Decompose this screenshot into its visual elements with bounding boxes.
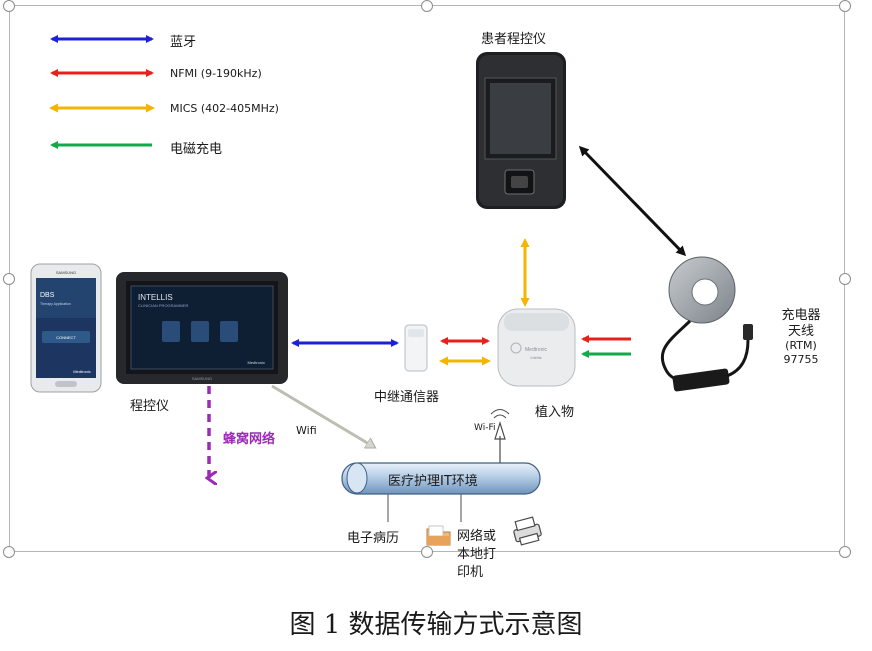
wifi-arrow	[271, 384, 374, 447]
folder-icon	[426, 525, 451, 546]
patient-programmer-label: 患者程控仪	[481, 32, 547, 47]
programmer-label: 程控仪	[130, 399, 170, 414]
implant-label: 植入物	[535, 405, 575, 420]
phone-title-text: DBS	[40, 292, 55, 299]
it-environment-label: 医疗护理IT环境	[388, 474, 478, 489]
phone-maker-text: SAMSUNG	[56, 270, 76, 275]
relay-label: 中继通信器	[374, 390, 440, 405]
tablet-brand-text: Medtronic	[247, 360, 265, 365]
charger-antenna-device	[660, 256, 753, 392]
cellular-network-label: 蜂窝网络	[223, 432, 276, 447]
phone-subtitle-text: Therapy Application	[40, 302, 71, 306]
phone-brand-text: Medtronic	[73, 369, 91, 374]
phone-connect-text: CONNECT	[56, 335, 76, 340]
resize-handle-mid-right[interactable]	[839, 273, 851, 285]
link-arrow-charger-patient-programmer	[578, 145, 687, 257]
printer-label-line3: 印机	[457, 565, 484, 580]
implant-model-text: Intellis	[530, 355, 541, 360]
legend-mics-label: MICS (402-405MHz)	[170, 102, 279, 115]
printer-label-line2: 本地打	[457, 547, 497, 562]
charger-label-line1: 充电器	[781, 308, 821, 323]
legend-bluetooth-label: 蓝牙	[170, 35, 197, 50]
relay-communicator-device	[404, 324, 428, 372]
patient-programmer-device	[476, 52, 566, 209]
printer-label-line1: 网络或	[457, 529, 497, 544]
tablet-device	[116, 272, 288, 384]
legend-nfmi-label: NFMI (9-190kHz)	[170, 67, 262, 80]
tablet-title-text: INTELLIS	[138, 293, 173, 302]
resize-handle-top-center[interactable]	[421, 0, 433, 12]
implant-device	[497, 308, 576, 387]
figure-caption: 图 1 数据传输方式示意图	[289, 610, 583, 640]
it-environment-pipe	[341, 462, 541, 495]
printer-icon	[513, 516, 542, 546]
smartphone-device	[30, 263, 102, 393]
tablet-subtitle-text: CLINICIAN PROGRAMMER	[138, 303, 189, 308]
legend-charge-label: 电磁充电	[170, 142, 223, 157]
emr-label: 电子病历	[347, 531, 400, 546]
wifi-antenna-label: Wi-Fi	[474, 423, 496, 433]
resize-handle-bottom-center[interactable]	[421, 546, 433, 558]
tablet-maker-text: SAMSUNG	[192, 376, 212, 381]
charger-label-line2: 天线	[787, 324, 814, 339]
wifi-antenna-icon	[490, 409, 510, 463]
resize-handle-top-right[interactable]	[839, 0, 851, 12]
resize-handle-bottom-right[interactable]	[839, 546, 851, 558]
resize-handle-bottom-left[interactable]	[3, 546, 15, 558]
resize-handle-mid-left[interactable]	[3, 273, 15, 285]
implant-brand-text: Medtronic	[525, 347, 547, 353]
charger-label-line3: (RTM)	[785, 339, 817, 352]
resize-handle-top-left[interactable]	[3, 0, 15, 12]
wifi-label: Wifi	[296, 424, 317, 437]
charger-label-line4: 97755	[783, 353, 819, 366]
